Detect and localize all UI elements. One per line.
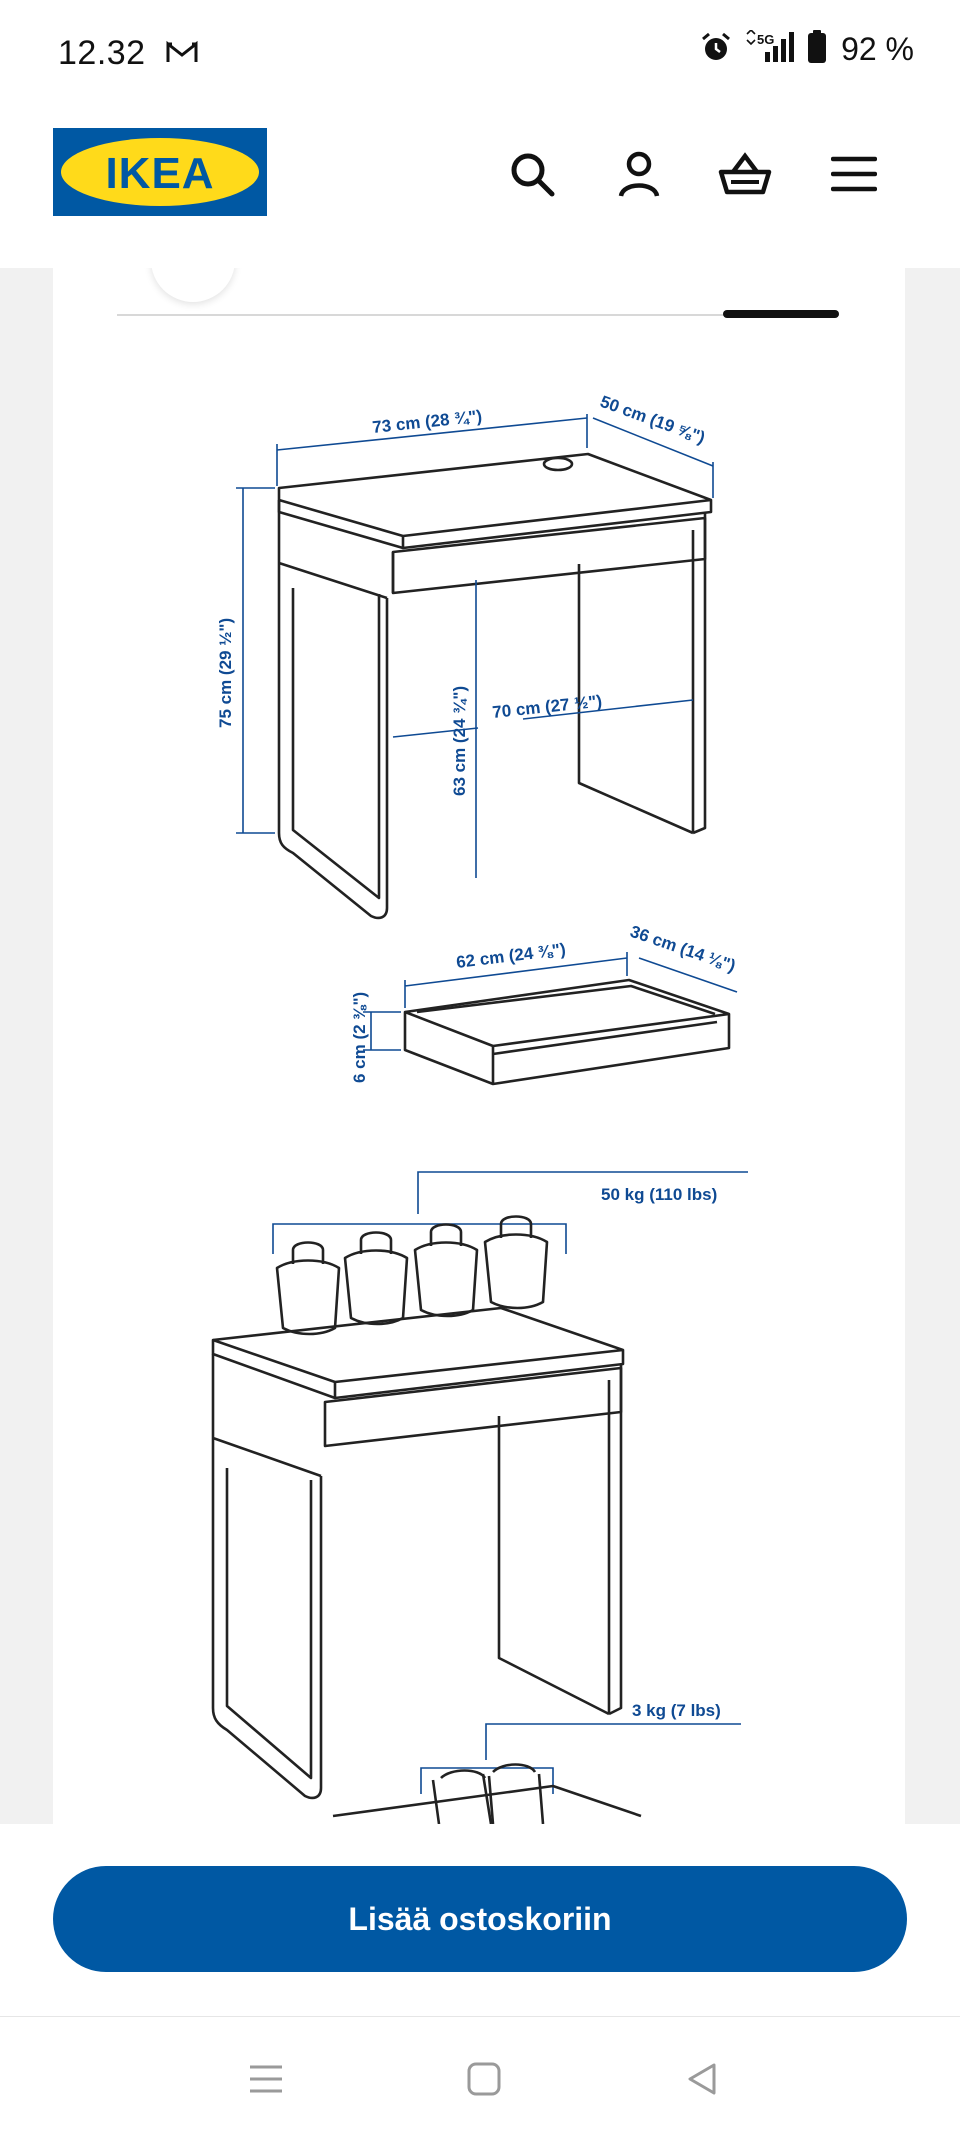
network-label: 5G: [757, 32, 774, 47]
tabletop-load-label: 50 kg (110 lbs): [601, 1185, 717, 1204]
drawer-height-label: 6 cm (2 ⅜"): [350, 992, 369, 1083]
desk-height-label: 75 cm (29 ½"): [216, 618, 235, 728]
back-icon[interactable]: [672, 2049, 732, 2109]
drawer-load-label: 3 kg (7 lbs): [632, 1701, 721, 1720]
knee-height-label: 63 cm (24 ¾"): [450, 686, 469, 796]
battery-icon: [807, 30, 827, 69]
menu-icon[interactable]: [826, 146, 882, 202]
gallery-progress-indicator: [723, 310, 839, 318]
status-bar: 12.32 5G: [0, 0, 960, 110]
gallery-divider: [117, 314, 839, 316]
system-navigation-bar: [0, 2016, 960, 2134]
product-image-viewer[interactable]: 73 cm (28 ¾") 50 cm (19 ⅝") 75 cm (29 ½"…: [53, 268, 905, 1824]
logo-text: IKEA: [105, 149, 214, 198]
recent-apps-icon[interactable]: [236, 2049, 296, 2109]
status-icons: 5G 92 %: [699, 28, 914, 69]
knee-width-label: 70 cm (27 ½"): [491, 692, 603, 722]
status-time: 12.32: [58, 34, 146, 72]
desk-width-label: 73 cm (28 ¾"): [371, 407, 483, 437]
ikea-logo[interactable]: IKEA: [53, 128, 267, 216]
cta-bar: Lisää ostoskoriin: [0, 1824, 960, 2016]
home-icon[interactable]: [454, 2049, 514, 2109]
search-icon[interactable]: [504, 146, 560, 202]
account-icon[interactable]: [611, 146, 667, 202]
drawer-depth-label: 36 cm (14 ⅛"): [628, 922, 738, 976]
battery-percent: 92 %: [841, 31, 914, 67]
gmail-icon: [166, 40, 198, 69]
dimension-illustration: 73 cm (28 ¾") 50 cm (19 ⅝") 75 cm (29 ½"…: [211, 392, 748, 1824]
alarm-icon: [699, 30, 733, 69]
desk-depth-label: 50 cm (19 ⅝"): [598, 392, 708, 448]
add-to-cart-button[interactable]: Lisää ostoskoriin: [53, 1866, 907, 1972]
signal-icon: 5G: [743, 28, 797, 69]
cart-icon[interactable]: [717, 146, 773, 202]
site-header: IKEA: [0, 110, 960, 268]
